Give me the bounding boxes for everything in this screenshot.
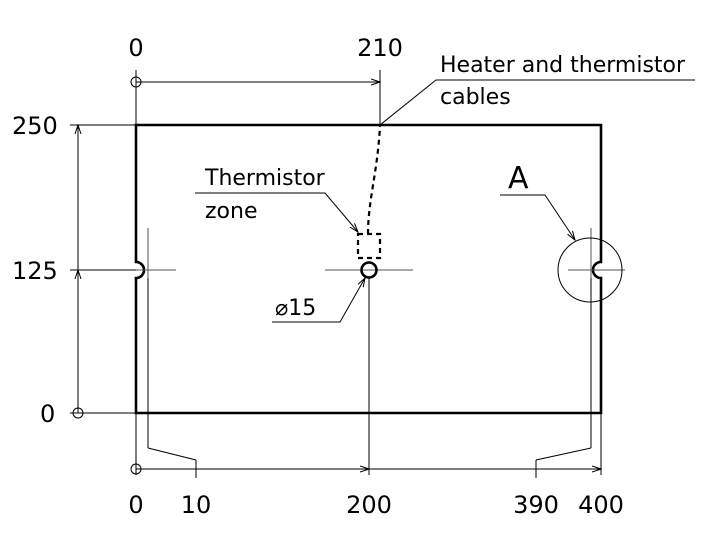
detail-a-circle — [557, 237, 623, 303]
hole — [360, 261, 378, 279]
y-0-label: 0 — [40, 400, 55, 428]
zone-label-line-2: zone — [205, 199, 258, 224]
hole-diameter-label: ⌀15 — [275, 296, 316, 321]
cables-label-line-1: Heater and thermistor — [440, 53, 686, 78]
thermistor-zone-box — [356, 232, 382, 260]
x-bottom-390-label: 390 — [513, 491, 559, 519]
leader-lines — [195, 79, 695, 323]
x-bottom-400-label: 400 — [578, 491, 624, 519]
y-250-label: 250 — [12, 112, 58, 140]
y-125-label: 125 — [12, 257, 58, 285]
x-top-210-label: 210 — [357, 34, 403, 62]
dimension-lines — [72, 76, 601, 478]
x-bottom-0-label: 0 — [128, 491, 143, 519]
center-lines — [126, 228, 625, 300]
cable-path — [366, 124, 382, 235]
detail-a-label: A — [508, 161, 529, 196]
x-bottom-10-label: 10 — [181, 491, 212, 519]
x-top-0-label: 0 — [128, 34, 143, 62]
x-bottom-200-label: 200 — [346, 491, 392, 519]
extension-lines — [70, 70, 602, 475]
zone-label-line-1: Thermistor — [204, 166, 326, 191]
cables-label-line-2: cables — [440, 85, 511, 110]
